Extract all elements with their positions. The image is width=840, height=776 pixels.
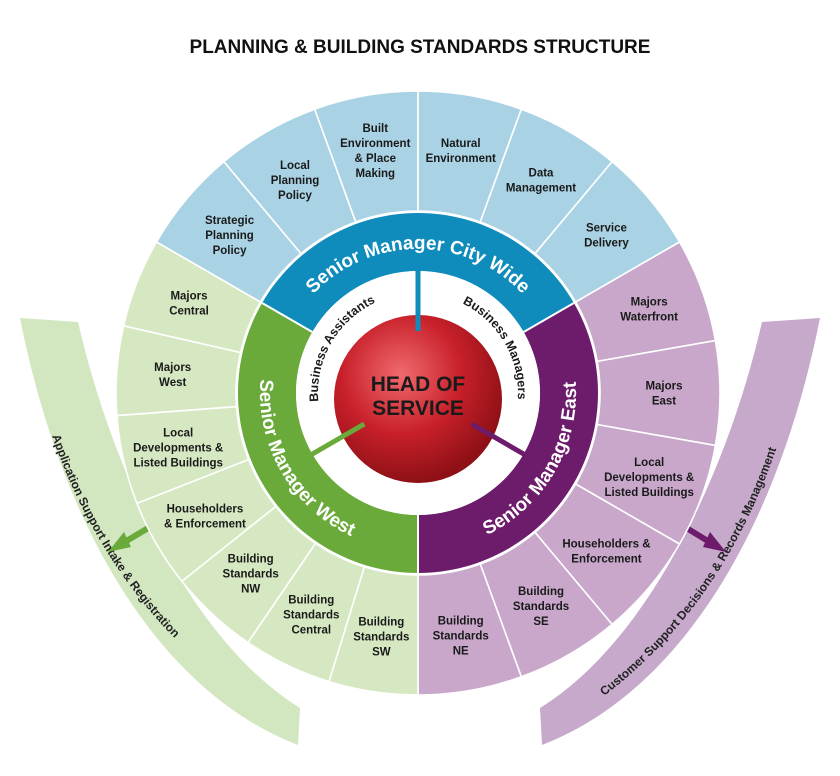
segment-west-0-line: Building [358, 616, 404, 628]
segment-city_wide-1-line: Policy [278, 190, 312, 202]
segment-city_wide-0-line: Planning [205, 230, 254, 242]
segment-east-3-line: Householders & [562, 539, 650, 551]
segment-east-2-line: Developments & [604, 472, 694, 484]
segment-west-2-line: NW [241, 583, 260, 595]
segment-city_wide-2-line: Built [363, 123, 389, 135]
segment-east-2-line: Local [634, 457, 664, 469]
segment-city_wide-3-line: Environment [426, 153, 496, 165]
head-of-service-sphere [334, 315, 502, 483]
segment-east-3-line: Enforcement [571, 554, 641, 566]
left-support-band [20, 318, 300, 745]
segment-city_wide-4-line: Data [529, 167, 555, 179]
arrow-to-west-head [298, 443, 318, 466]
arrow-to-east-head [518, 443, 538, 466]
segment-west-0-line: Standards [353, 631, 409, 643]
segment-city_wide-0-line: Strategic [205, 215, 255, 227]
arrow-right-head [703, 532, 726, 552]
segment-city_wide-1-line: Local [280, 160, 310, 172]
outer-ring: StrategicPlanningPolicyLocalPlanningPoli… [115, 90, 721, 696]
segment-west-3-line: & Enforcement [164, 519, 246, 531]
segment-west-6-line: Majors [170, 291, 207, 303]
arrow-left-head [108, 532, 131, 552]
segment-west-5-line: Majors [154, 362, 191, 374]
segment-west-4-line: Local [163, 428, 193, 440]
segment-east-0-line: Majors [631, 296, 668, 308]
segment-city_wide-5-line: Service [586, 222, 627, 234]
page-title: PLANNING & BUILDING STANDARDS STRUCTURE [190, 37, 651, 58]
segment-east-5-line: NE [453, 645, 469, 657]
segment-west-4-line: Listed Buildings [133, 458, 222, 470]
head-of-service-line1: HEAD OF [371, 373, 466, 396]
segment-east-4-line: SE [533, 616, 549, 628]
segment-east-5-line: Standards [433, 630, 489, 642]
segment-east-0-line: Waterfront [620, 311, 678, 323]
segment-east-5-line: Building [438, 615, 484, 627]
segment-west-2-line: Building [228, 553, 274, 565]
segment-city_wide-0-line: Policy [213, 245, 247, 257]
segment-city_wide-4-line: Management [506, 182, 576, 194]
manager-east-sector [418, 303, 598, 573]
right-support-band [540, 318, 820, 745]
arrow-to-city-wide-head [405, 255, 431, 270]
segment-east-1-line: East [652, 396, 676, 408]
segment-east-2-line: Listed Buildings [604, 487, 693, 499]
segment-city_wide-5-line: Delivery [584, 237, 629, 249]
segment-city_wide-2-line: Making [355, 168, 395, 180]
segment-west-5-line: West [159, 377, 186, 389]
segment-city_wide-2-line: & Place [355, 153, 397, 165]
segment-east-4-line: Building [518, 586, 564, 598]
segment-west-6-line: Central [169, 306, 209, 318]
segment-west-6 [122, 240, 262, 354]
segment-city_wide-1-line: Planning [271, 175, 320, 187]
arrow-to-west [304, 421, 366, 461]
arrow-to-east [470, 421, 532, 461]
manager-city-wide-sector [262, 213, 574, 332]
segment-west-4-line: Developments & [133, 443, 223, 455]
segment-west-1-line: Central [291, 625, 331, 637]
segment-east-4-line: Standards [513, 601, 569, 613]
segment-west-3-line: Householders [167, 504, 244, 516]
segment-city_wide-2-line: Environment [340, 138, 410, 150]
segment-city_wide-3-line: Natural [441, 138, 481, 150]
segment-west-1-line: Building [288, 595, 334, 607]
segment-west-1-line: Standards [283, 610, 339, 622]
segment-west-0-line: SW [372, 646, 391, 658]
manager-west-sector [237, 303, 418, 573]
head-of-service-line2: SERVICE [372, 397, 464, 420]
segment-east-1-line: Majors [645, 381, 682, 393]
segment-west-2-line: Standards [223, 568, 279, 580]
